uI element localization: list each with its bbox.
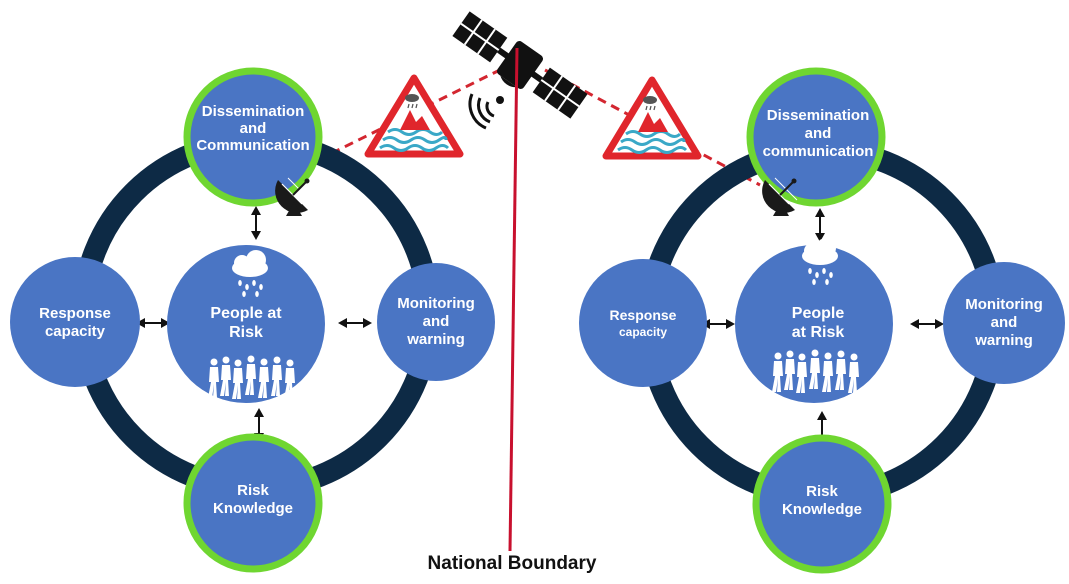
right-response-line-1: Response xyxy=(610,307,677,323)
flood-warning-sign-icon xyxy=(368,78,460,154)
double-arrow-icon xyxy=(337,317,373,329)
satellite-icon xyxy=(452,11,588,119)
left-response-line-1: Response xyxy=(39,305,111,322)
left-dissemination-line-2: and xyxy=(240,120,267,137)
flood-warning-sign-icon xyxy=(606,80,698,156)
right-dissemination-node xyxy=(746,67,886,207)
left-monitoring-node xyxy=(377,263,495,381)
left-monitoring-line-1: Monitoring xyxy=(397,295,474,312)
left-dissemination-node xyxy=(183,67,323,207)
right-monitoring-node xyxy=(943,262,1065,384)
left-monitoring-line-3: warning xyxy=(406,331,465,348)
right-people-line-2: at Risk xyxy=(792,324,845,341)
double-arrow-icon xyxy=(909,318,945,330)
right-ews-system: Dissemination and communication Response… xyxy=(579,67,1065,574)
right-monitoring-line-3: warning xyxy=(974,332,1033,349)
right-knowledge-line-2: Knowledge xyxy=(782,501,862,518)
satellite-antenna-tip xyxy=(496,96,504,104)
left-ews-system: Dissemination and Communication Response… xyxy=(10,67,495,573)
left-dissemination-line-3: Communication xyxy=(196,137,309,154)
right-knowledge-node xyxy=(752,434,892,574)
double-arrow-icon xyxy=(250,205,262,241)
left-knowledge-line-2: Knowledge xyxy=(213,500,293,517)
national-boundary-line xyxy=(508,47,519,552)
left-response-line-2: capacity xyxy=(45,323,106,340)
right-knowledge-line-1: Risk xyxy=(806,483,838,500)
right-dissemination-line-2: and xyxy=(805,125,832,142)
right-response-node xyxy=(579,259,707,387)
right-people-line-1: People xyxy=(792,305,845,322)
double-arrow-icon xyxy=(135,317,171,329)
left-knowledge-node xyxy=(183,433,323,573)
right-dissemination-line-1: Dissemination xyxy=(767,107,870,124)
left-people-line-1: People at xyxy=(210,305,282,322)
national-boundary-label: National Boundary xyxy=(427,553,597,574)
right-monitoring-line-2: and xyxy=(991,314,1018,331)
right-monitoring-line-1: Monitoring xyxy=(965,296,1042,313)
signal-waves-icon xyxy=(468,93,495,130)
double-arrow-icon xyxy=(814,207,826,243)
left-knowledge-line-1: Risk xyxy=(237,482,269,499)
right-response-line-2: capacity xyxy=(619,325,667,339)
left-monitoring-line-2: and xyxy=(423,313,450,330)
left-dissemination-line-1: Dissemination xyxy=(202,103,305,120)
right-dissemination-line-3: communication xyxy=(763,143,874,160)
left-response-node xyxy=(10,257,140,387)
left-people-node xyxy=(167,245,325,403)
left-people-line-2: Risk xyxy=(229,324,263,341)
